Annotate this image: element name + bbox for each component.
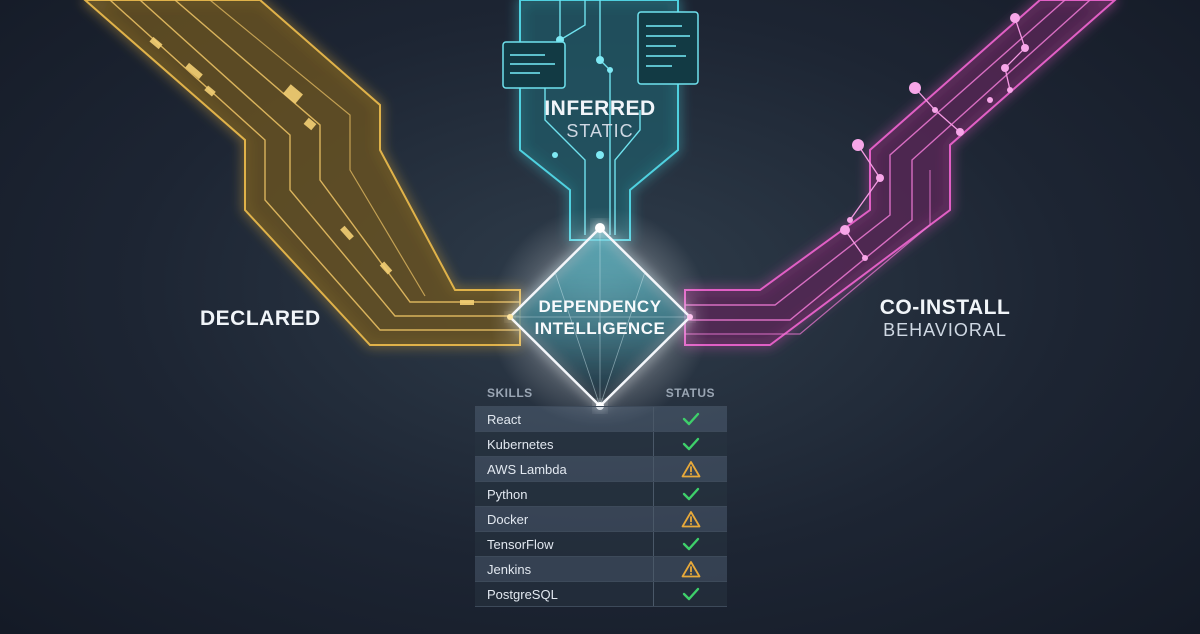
table-row: Python xyxy=(475,481,727,507)
status-cell xyxy=(653,581,727,607)
coinstall-pipeline xyxy=(684,0,1117,346)
skills-column-header: SKILLS xyxy=(487,386,533,400)
warning-icon xyxy=(681,461,701,478)
skill-name: AWS Lambda xyxy=(475,456,654,482)
hub-label: DEPENDENCY INTELLIGENCE xyxy=(510,296,690,340)
status-column-header: STATUS xyxy=(665,386,715,400)
check-icon xyxy=(682,412,699,426)
status-cell xyxy=(653,531,727,557)
status-cell xyxy=(653,456,727,482)
status-cell xyxy=(653,506,727,532)
table-row: TensorFlow xyxy=(475,531,727,557)
hub-diamond xyxy=(490,207,710,427)
hub-label-line2: INTELLIGENCE xyxy=(534,319,666,338)
inferred-sublabel: STATIC xyxy=(566,121,634,141)
table-row: Kubernetes xyxy=(475,431,727,457)
skill-name: React xyxy=(475,406,654,432)
status-cell xyxy=(653,431,727,457)
skill-name: TensorFlow xyxy=(475,531,654,557)
hub-label-line1: DEPENDENCY xyxy=(538,297,662,316)
skill-name: PostgreSQL xyxy=(475,581,654,607)
status-cell xyxy=(653,556,727,582)
warning-icon xyxy=(681,561,701,578)
skill-name: Kubernetes xyxy=(475,431,654,457)
warning-icon xyxy=(681,511,701,528)
check-icon xyxy=(682,437,699,451)
coinstall-sublabel: BEHAVIORAL xyxy=(883,320,1007,340)
table-row: AWS Lambda xyxy=(475,456,727,482)
table-row: Docker xyxy=(475,506,727,532)
table-row: React xyxy=(475,406,727,432)
declared-label: DECLARED xyxy=(200,307,321,330)
coinstall-label: CO-INSTALL xyxy=(879,296,1011,319)
skill-name: Docker xyxy=(475,506,654,532)
check-icon xyxy=(682,537,699,551)
check-icon xyxy=(682,487,699,501)
table-header-row: SKILLS STATUS xyxy=(475,382,727,407)
inferred-pipeline xyxy=(502,0,699,241)
skill-name: Jenkins xyxy=(475,556,654,582)
inferred-label: INFERRED xyxy=(544,97,656,120)
skill-name: Python xyxy=(475,481,654,507)
declared-pipeline xyxy=(83,0,521,346)
table-row: Jenkins xyxy=(475,556,727,582)
status-cell xyxy=(653,481,727,507)
table-row: PostgreSQL xyxy=(475,581,727,607)
status-cell xyxy=(653,406,727,432)
check-icon xyxy=(682,587,699,601)
